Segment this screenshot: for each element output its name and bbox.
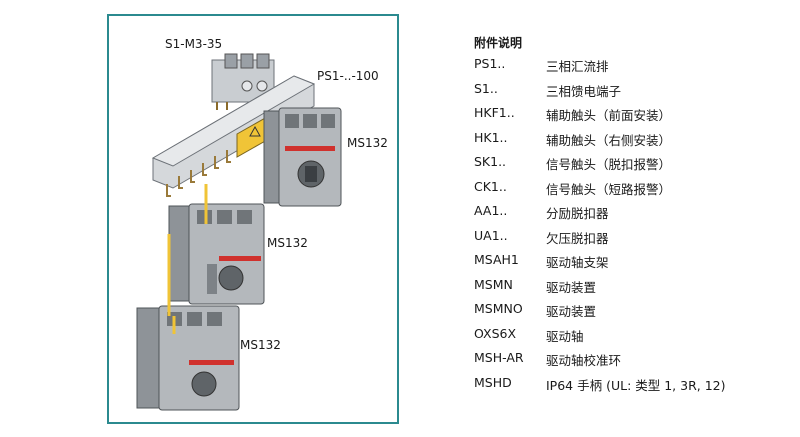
accessory-desc: 辅助触头（前面安装） [546, 108, 672, 123]
accessory-code: UA1.. [474, 227, 508, 243]
accessory-code: MSMNO [474, 301, 523, 316]
accessory-desc: 欠压脱扣器 [546, 230, 609, 246]
accessory-row: CK1.. 信号触头（短路报警） [474, 179, 794, 204]
accessory-desc: 三相馈电端子 [546, 83, 622, 99]
accessory-desc: 驱动轴支架 [546, 255, 609, 270]
accessory-row: MSMNO 驱动装置 [474, 301, 794, 326]
feed-terminal [211, 53, 275, 110]
accessory-code: PS1.. [474, 56, 506, 71]
breaker-top-label: MS132 [347, 136, 388, 150]
breaker-bottom-label: MS132 [240, 338, 281, 352]
assembly-illustration [136, 53, 342, 411]
breaker-middle-label: MS132 [267, 236, 308, 250]
accessory-code: SK1.. [474, 154, 507, 169]
accessory-row: MSHD IP64 手柄 (UL: 类型 1, 3R, 12) [474, 375, 794, 400]
accessory-code: MSHD [474, 374, 512, 390]
accessory-desc: 三相汇流排 [546, 59, 609, 74]
accessory-desc: 信号触头（脱扣报警） [546, 157, 672, 172]
accessory-code: MSAH1 [474, 252, 519, 267]
accessory-desc: IP64 手柄 (UL: 类型 1, 3R, 12) [546, 377, 726, 393]
accessory-code: CK1.. [474, 178, 507, 194]
accessory-list: PS1.. 三相汇流排 S1.. 三相馈电端子 HKF1.. 辅助触头（前面安装） H… [474, 56, 794, 399]
accessory-code: OXS6X [474, 325, 517, 341]
busbar-label: PS1-..-100 [317, 69, 379, 83]
accessory-row: HKF1.. 辅助触头（前面安装） [474, 105, 794, 130]
accessory-code: MSMN [474, 276, 513, 292]
accessory-code: HK1.. [474, 129, 508, 145]
accessory-code: MSH-AR [474, 350, 524, 365]
accessory-code: AA1.. [474, 203, 508, 218]
feed-terminal-label: S1-M3-35 [165, 37, 223, 51]
assembly-guides [167, 184, 208, 334]
accessories-title: 附件说明 [474, 36, 523, 50]
accessory-row: AA1.. 分励脱扣器 [474, 203, 794, 228]
accessory-desc: 驱动装置 [546, 279, 597, 295]
accessory-desc: 信号触头（短路报警） [546, 181, 672, 197]
accessory-row: PS1.. 三相汇流排 [474, 56, 794, 81]
busbar [151, 75, 316, 197]
accessory-desc: 辅助触头（右侧安装） [546, 132, 672, 148]
accessory-row: MSAH1 驱动轴支架 [474, 252, 794, 277]
accessory-desc: 驱动轴校准环 [546, 353, 622, 368]
breaker-bottom [136, 305, 240, 411]
accessory-figure: S1-M3-35 PS1-..-100 MS132 MS132 MS132 [107, 14, 399, 424]
accessory-code: S1.. [474, 80, 498, 96]
accessory-desc: 分励脱扣器 [546, 206, 609, 221]
breaker-middle [168, 203, 265, 305]
accessory-row: HK1.. 辅助触头（右侧安装） [474, 130, 794, 155]
accessory-code: HKF1.. [474, 105, 515, 120]
accessory-row: SK1.. 信号触头（脱扣报警） [474, 154, 794, 179]
accessory-row: MSH-AR 驱动轴校准环 [474, 350, 794, 375]
accessory-row: S1.. 三相馈电端子 [474, 81, 794, 106]
accessory-desc: 驱动装置 [546, 304, 597, 319]
accessory-row: MSMN 驱动装置 [474, 277, 794, 302]
breaker-top [263, 107, 342, 207]
accessory-row: OXS6X 驱动轴 [474, 326, 794, 351]
accessory-row: UA1.. 欠压脱扣器 [474, 228, 794, 253]
accessory-desc: 驱动轴 [546, 328, 584, 344]
